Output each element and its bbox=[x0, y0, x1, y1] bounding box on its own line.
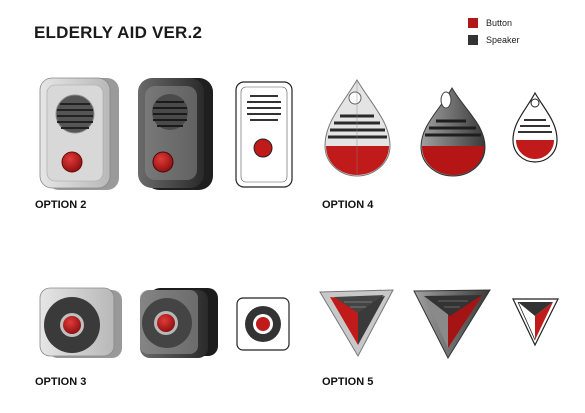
option5-render-dark bbox=[413, 289, 491, 360]
option4-line-drawing bbox=[512, 91, 558, 163]
option5-line-drawing bbox=[512, 298, 559, 347]
option4-render-dark bbox=[420, 86, 486, 177]
legend-label-speaker: Speaker bbox=[486, 34, 520, 45]
option5-label: OPTION 5 bbox=[322, 376, 374, 388]
option3-label: OPTION 3 bbox=[35, 376, 87, 388]
option4-label: OPTION 4 bbox=[322, 199, 374, 211]
legend-item-button: Button bbox=[468, 14, 520, 31]
page-title: ELDERLY AID VER.2 bbox=[34, 23, 203, 42]
option4-render-translucent bbox=[324, 79, 391, 177]
option2-line-drawing bbox=[235, 81, 293, 188]
option3-line-drawing bbox=[236, 297, 290, 351]
option2-render-light bbox=[39, 77, 119, 190]
option5-render-light bbox=[319, 289, 394, 358]
option3-render-dark bbox=[140, 288, 218, 358]
legend-item-speaker: Speaker bbox=[468, 31, 520, 48]
legend-swatch-button bbox=[468, 17, 478, 28]
option2-render-dark bbox=[138, 78, 213, 190]
legend: Button Speaker bbox=[468, 14, 520, 48]
legend-swatch-speaker bbox=[468, 34, 478, 45]
option2-label: OPTION 2 bbox=[35, 199, 87, 211]
option3-render-light bbox=[39, 287, 122, 358]
legend-label-button: Button bbox=[486, 17, 513, 28]
